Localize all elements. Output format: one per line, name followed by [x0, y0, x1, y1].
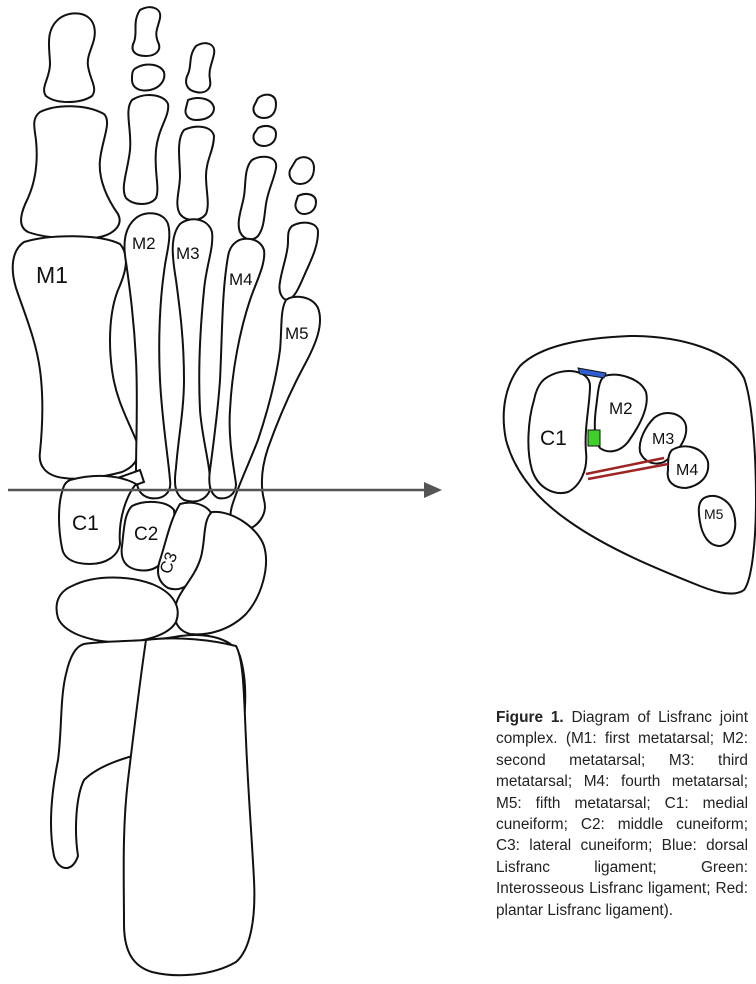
- section-label-m2: M2: [609, 399, 633, 418]
- toe4-distal-phalanx: [253, 95, 276, 118]
- toe3-distal-phalanx: [186, 43, 214, 92]
- m1-bone: [13, 236, 139, 479]
- label-m3: M3: [176, 244, 200, 263]
- toe2-middle-phalanx: [132, 65, 164, 91]
- toe2-distal-phalanx: [133, 7, 161, 56]
- toe3-middle-phalanx: [185, 98, 214, 120]
- caption-lead: Figure 1.: [496, 709, 564, 726]
- label-m5: M5: [285, 324, 309, 343]
- section-label-m3: M3: [652, 431, 674, 448]
- label-c2: C2: [134, 524, 158, 545]
- section-arrow-head: [424, 482, 442, 498]
- label-m2: M2: [132, 234, 156, 253]
- label-c1: C1: [72, 512, 99, 535]
- calcaneus-bone: [124, 638, 255, 975]
- section-label-m5: M5: [704, 506, 724, 522]
- caption-text: Diagram of Lisfranc joint complex. (M1: …: [496, 709, 748, 919]
- interosseous-lisfranc-ligament: [588, 430, 600, 446]
- toe2-proximal-phalanx: [124, 95, 168, 204]
- label-m1: M1: [36, 262, 68, 288]
- hallux-proximal-phalanx: [21, 106, 119, 239]
- toe3-proximal-phalanx: [177, 127, 214, 220]
- toe5-proximal-phalanx: [279, 223, 318, 300]
- toe5-middle-phalanx: [295, 194, 316, 214]
- toe5-distal-phalanx: [289, 157, 314, 184]
- label-m4: M4: [229, 270, 253, 289]
- section-label-m4: M4: [676, 462, 698, 479]
- figure-caption: Figure 1. Diagram of Lisfranc joint comp…: [496, 707, 748, 921]
- navicular-bone: [57, 578, 178, 643]
- foot-diagram: M1 M2 M3 M4 M5 C1 C2 C3: [8, 7, 442, 975]
- toe4-middle-phalanx: [253, 126, 276, 146]
- cross-section-diagram: C1 M2 M3 M4 M5: [504, 336, 756, 593]
- hallux-distal-phalanx: [44, 13, 95, 102]
- toe4-proximal-phalanx: [239, 157, 277, 240]
- section-label-c1: C1: [540, 427, 567, 450]
